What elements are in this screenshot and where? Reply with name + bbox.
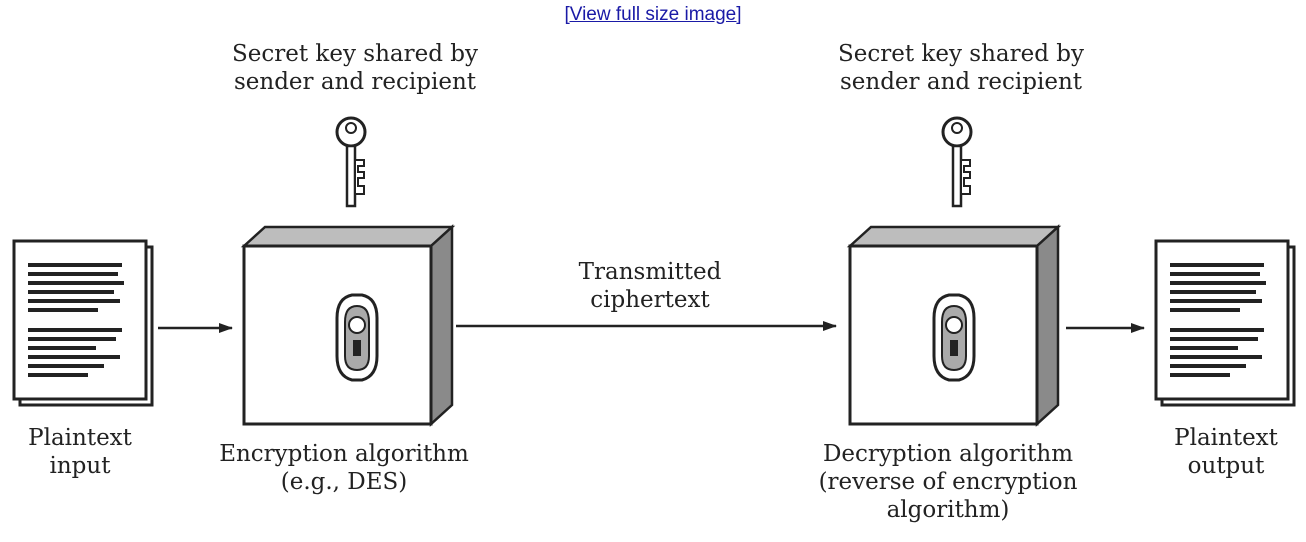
plaintext-output-document-icon [1154,239,1296,407]
key-caption-right: Secret key shared by sender and recipien… [838,41,1084,95]
key-caption-left: Secret key shared by sender and recipien… [232,41,478,95]
secret-key-icon [335,116,367,208]
plaintext-input-document-icon [12,239,154,407]
decryption-algorithm-label: Decryption algorithm (reverse of encrypt… [818,441,1078,523]
keyhole-lock-icon [335,293,379,382]
plaintext-output-label: Plaintext output [1174,425,1278,479]
keyhole-lock-icon [932,293,976,382]
encryption-algorithm-label: Encryption algorithm (e.g., DES) [219,441,469,495]
view-full-size-link[interactable]: [View full size image] [564,4,742,25]
plaintext-input-label: Plaintext input [28,425,132,479]
transmitted-ciphertext-label: Transmitted ciphertext [578,259,722,313]
secret-key-icon [941,116,973,208]
